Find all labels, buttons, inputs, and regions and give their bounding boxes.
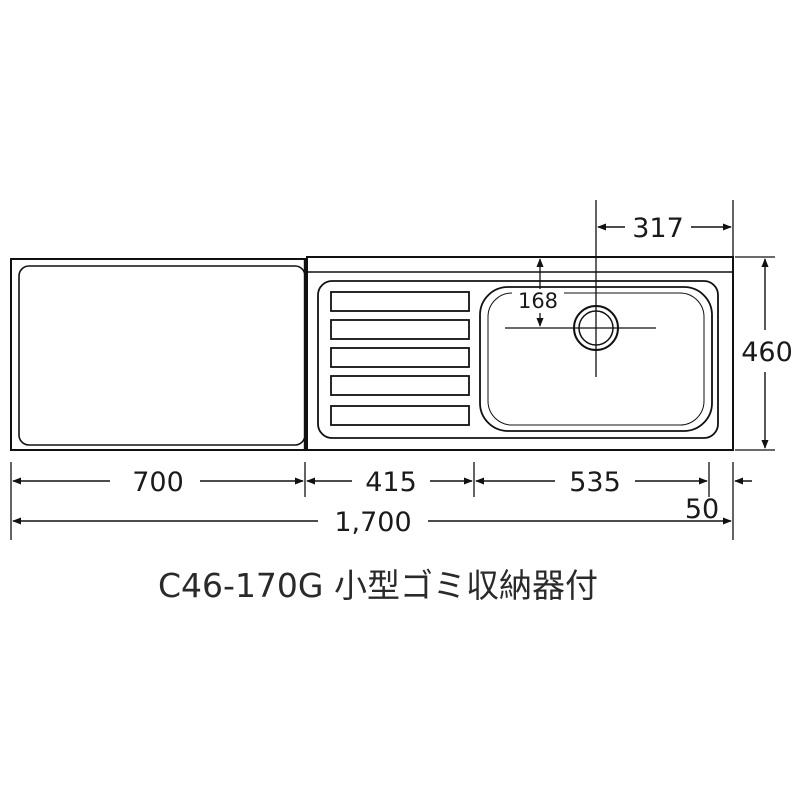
- drain-depth-label: 168: [518, 289, 558, 313]
- dimension-drainboard: 700: [12, 467, 304, 498]
- dimension-edge: 50: [685, 477, 752, 525]
- drain: [505, 200, 656, 377]
- drainboard: [10, 258, 308, 451]
- slot-5: [330, 405, 470, 426]
- drainboard-width-label: 700: [132, 467, 184, 498]
- dimension-drain-depth: 168: [512, 258, 564, 327]
- total-width-label: 1,700: [334, 507, 411, 538]
- dimension-total: 1,700: [12, 507, 732, 538]
- dimension-drawer-area: 415: [306, 467, 473, 498]
- dimension-depth: 460: [735, 256, 793, 451]
- dimension-drain-offset: 317: [597, 200, 734, 257]
- dimension-basin: 535: [475, 467, 708, 498]
- depth-label: 460: [741, 337, 793, 368]
- basin-width-label: 535: [569, 467, 621, 498]
- slot-3: [330, 347, 470, 368]
- sink-body: [306, 256, 734, 451]
- drain-offset-label: 317: [632, 213, 684, 244]
- drawer-area-width-label: 415: [365, 467, 417, 498]
- slot-1: [330, 291, 470, 312]
- model-caption: C46-170G 小型ゴミ収納器付: [158, 566, 598, 605]
- slot-2: [330, 319, 470, 340]
- garbage-storage-slots: [330, 291, 470, 426]
- slot-4: [330, 375, 470, 396]
- extension-lines: [10, 462, 734, 540]
- edge-width-label: 50: [685, 494, 719, 525]
